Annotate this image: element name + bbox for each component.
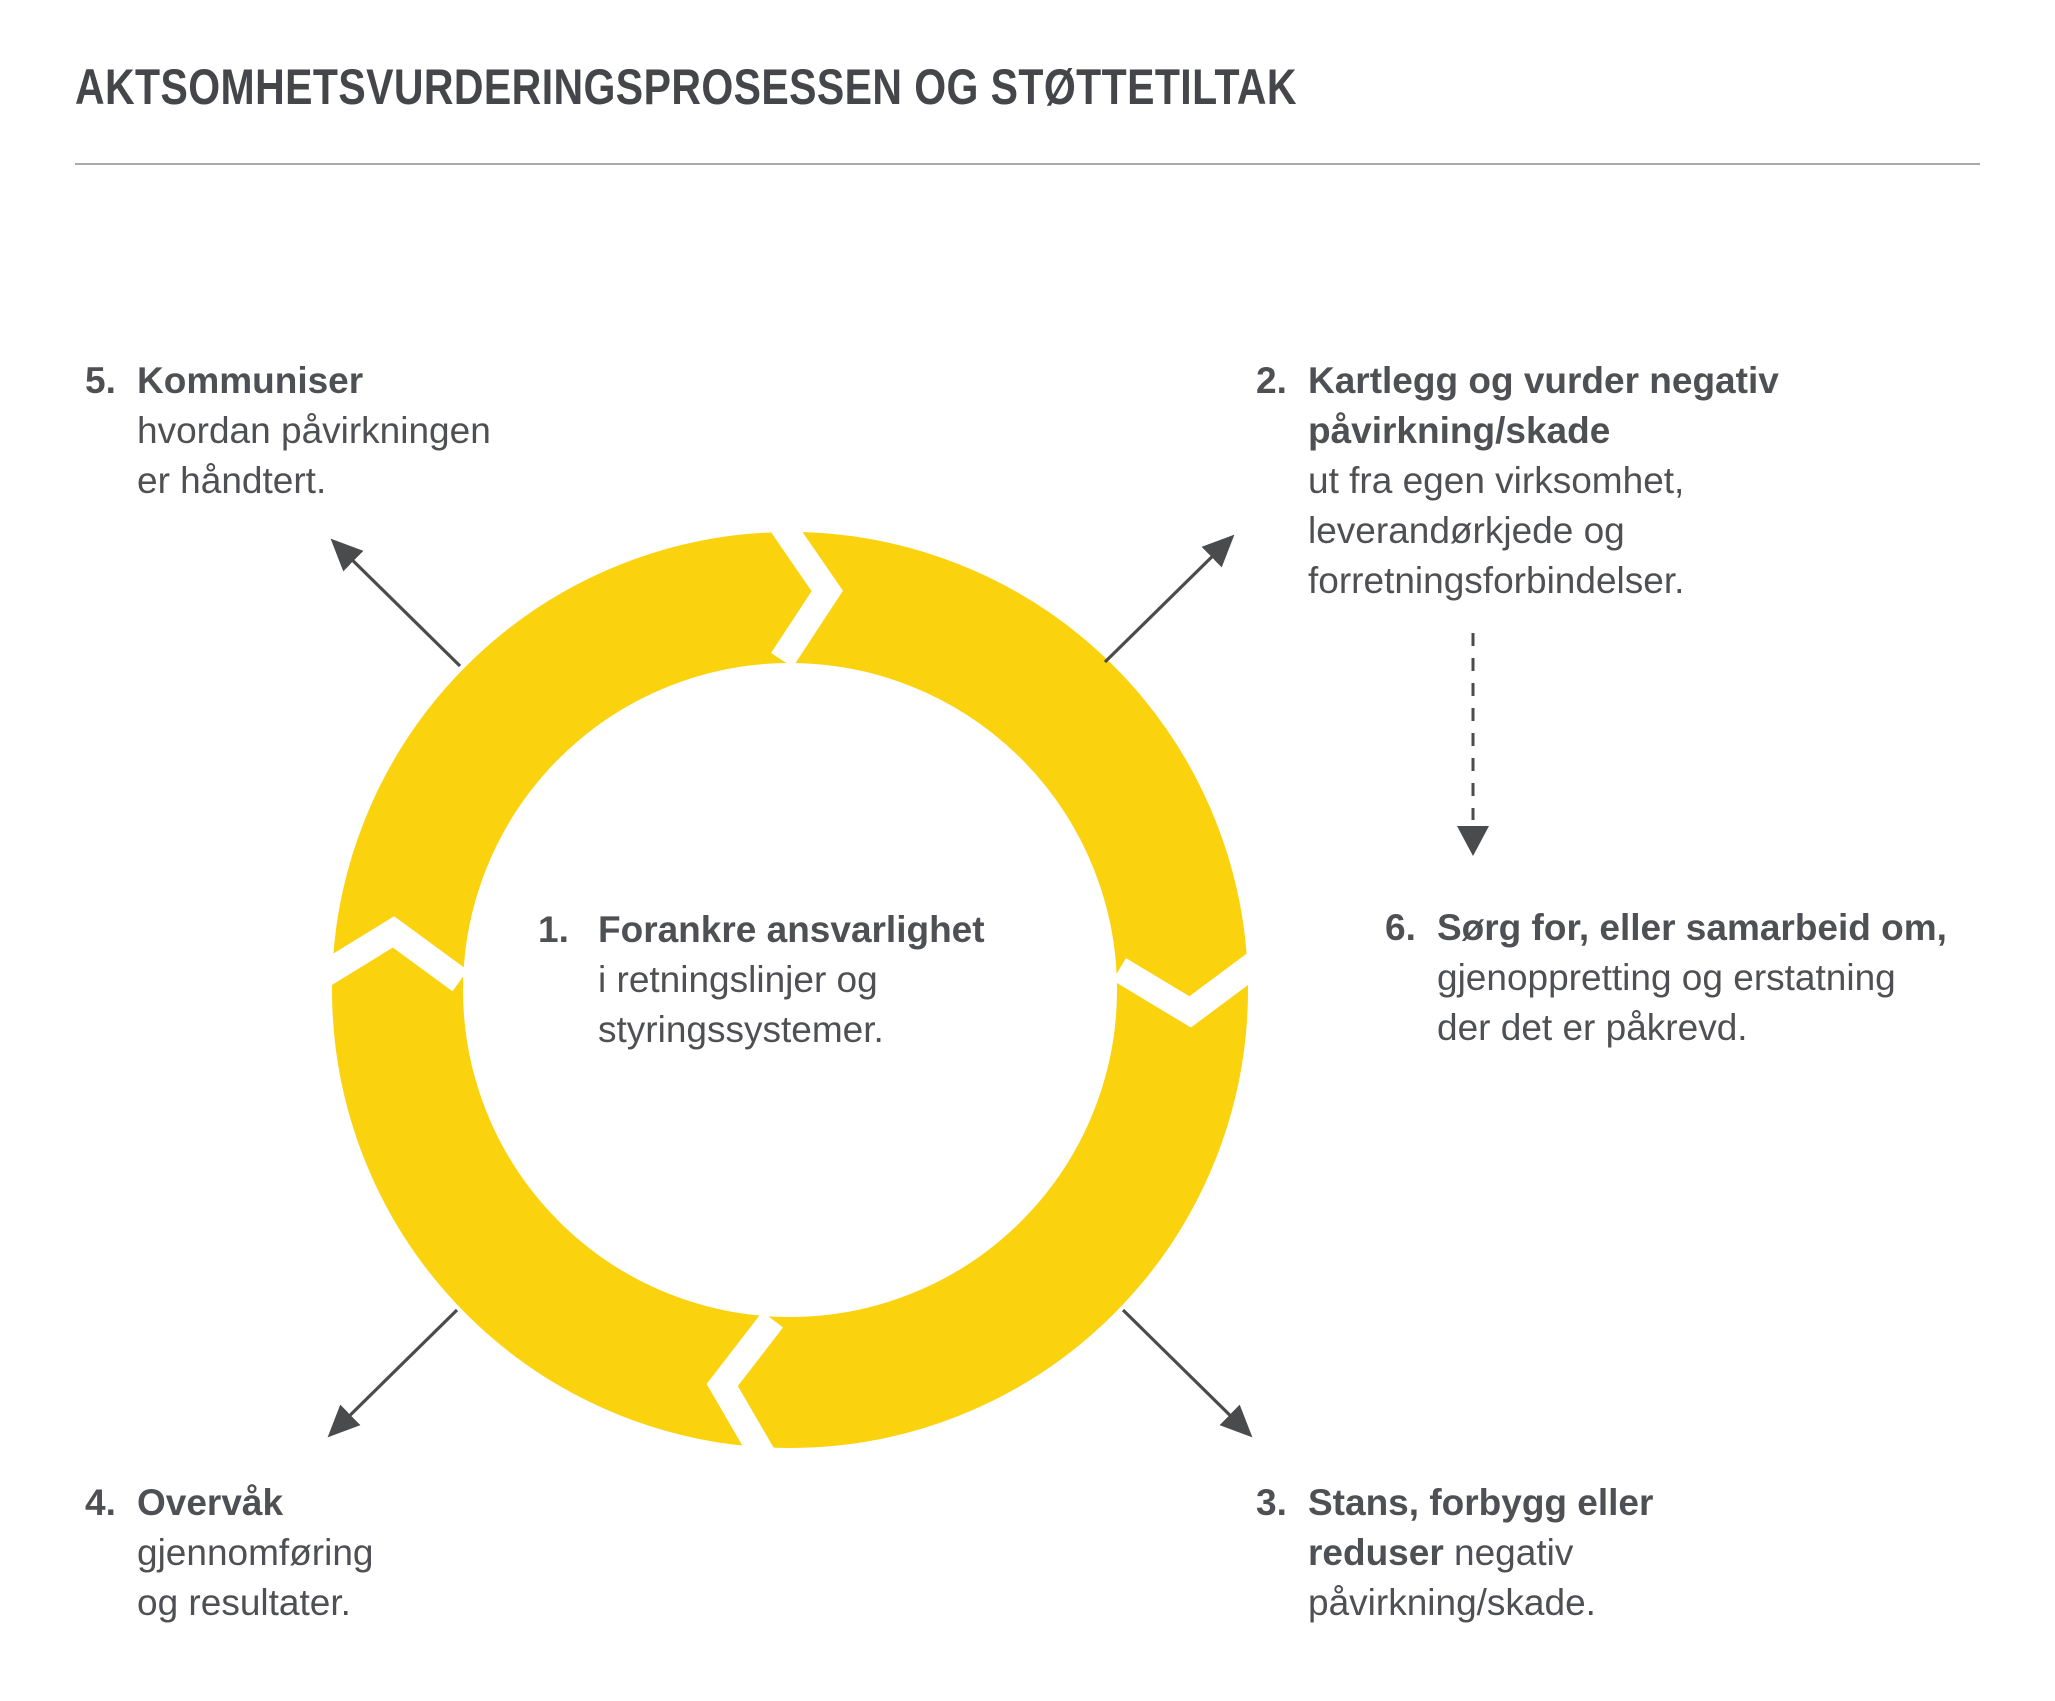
step-number: 3. <box>1256 1482 1287 1523</box>
dashed-arrow-step2-to-step6 <box>1457 633 1489 856</box>
step-line: påvirkning/skade <box>1308 406 1779 456</box>
ring-notch-top <box>767 512 843 668</box>
step-line: leverandørkjede og <box>1308 506 1779 556</box>
step-line: er håndtert. <box>137 456 491 506</box>
step-text-bold: reduser <box>1308 1532 1444 1573</box>
step-line: Kommuniser <box>137 356 491 406</box>
arrow-to-step2 <box>1103 534 1235 664</box>
ring-notch-left <box>313 916 468 992</box>
step-4-overvak: 4. Overvåk gjennomføring og resultater. <box>85 1478 374 1628</box>
step-text-regular: gjenoppretting og erstatning <box>1437 957 1896 998</box>
step-line: Sørg for, eller samarbeid om, <box>1437 903 1947 953</box>
step-text-regular: gjennomføring <box>137 1532 374 1573</box>
step-number: 5. <box>85 360 116 401</box>
step-text: Kommuniser hvordan påvirkningen er håndter… <box>137 356 491 506</box>
step-number: 1. <box>538 909 569 950</box>
step-number: 4. <box>85 1482 116 1523</box>
step-text-regular: styringssystemer. <box>598 1009 884 1050</box>
step-5-kommuniser: 5. Kommuniser hvordan påvirkningen er hånd… <box>85 356 491 506</box>
step-text-regular: og resultater. <box>137 1582 351 1623</box>
step-text-bold: Kartlegg og vurder negativ <box>1308 360 1779 401</box>
step-text-regular: forretningsforbindelser. <box>1308 560 1685 601</box>
step-text-bold: påvirkning/skade <box>1308 410 1611 451</box>
step-text: Sørg for, eller samarbeid om, gjenopprett… <box>1437 903 1947 1053</box>
title-divider <box>75 163 1980 165</box>
step-line: i retningslinjer og <box>598 955 985 1005</box>
step-text-regular: i retningslinjer og <box>598 959 878 1000</box>
step-line: forretningsforbindelser. <box>1308 556 1779 606</box>
step-1-forankre: 1. Forankre ansvarlighet i retningslinjer… <box>538 905 985 1055</box>
step-text-regular: der det er påkrevd. <box>1437 1007 1748 1048</box>
step-line: Stans, forbygg eller <box>1308 1478 1653 1528</box>
step-text-regular: hvordan påvirkningen <box>137 410 491 451</box>
step-line: gjennomføring <box>137 1528 374 1578</box>
step-line: Forankre ansvarlighet <box>598 905 985 955</box>
step-text-bold: Sørg for, eller samarbeid om, <box>1437 907 1947 948</box>
step-6-sorg-for: 6. Sørg for, eller samarbeid om, gjenoppr… <box>1385 903 1947 1053</box>
dashed-arrowhead <box>1457 826 1489 856</box>
step-text: Forankre ansvarlighet i retningslinjer og… <box>598 905 985 1055</box>
step-text-bold: Stans, forbygg eller <box>1308 1482 1654 1523</box>
step-line: påvirkning/skade. <box>1308 1578 1653 1628</box>
step-text-regular: leverandørkjede og <box>1308 510 1625 551</box>
step-line: der det er påkrevd. <box>1437 1003 1947 1053</box>
ring-notch-bottom <box>706 1311 784 1466</box>
step-line: gjenoppretting og erstatning <box>1437 953 1947 1003</box>
step-line: Overvåk <box>137 1478 374 1528</box>
cycle-ring <box>332 532 1248 1448</box>
arrow-to-step3 <box>1121 1308 1253 1438</box>
ring-notch-right <box>1112 950 1267 1028</box>
step-line: styringssystemer. <box>598 1005 985 1055</box>
step-text-regular: er håndtert. <box>137 460 327 501</box>
step-line: ut fra egen virksomhet, <box>1308 456 1779 506</box>
step-text-bold: Forankre ansvarlighet <box>598 909 985 950</box>
step-number: 2. <box>1256 360 1287 401</box>
step-text-regular: ut fra egen virksomhet, <box>1308 460 1685 501</box>
step-text-bold: Kommuniser <box>137 360 364 401</box>
step-line: Kartlegg og vurder negativ <box>1308 356 1779 406</box>
step-line: og resultater. <box>137 1578 374 1628</box>
step-text: Kartlegg og vurder negativ påvirkning/ska… <box>1308 356 1779 606</box>
step-text: Overvåk gjennomføring og resultater. <box>137 1478 374 1628</box>
step-text-regular: påvirkning/skade. <box>1308 1582 1596 1623</box>
page-title: AKTSOMHETSVURDERINGSPROSESSEN OG STØTTET… <box>75 59 1297 115</box>
step-text-bold: Overvåk <box>137 1482 284 1523</box>
step-line: reduser negativ <box>1308 1528 1653 1578</box>
step-number: 6. <box>1385 907 1416 948</box>
arrow-to-step5 <box>330 538 462 668</box>
step-line: hvordan påvirkningen <box>137 406 491 456</box>
step-2-kartlegg: 2. Kartlegg og vurder negativ påvirkning/… <box>1256 356 1779 606</box>
arrow-to-step4 <box>327 1308 459 1438</box>
step-text-regular: negativ <box>1443 1532 1574 1573</box>
